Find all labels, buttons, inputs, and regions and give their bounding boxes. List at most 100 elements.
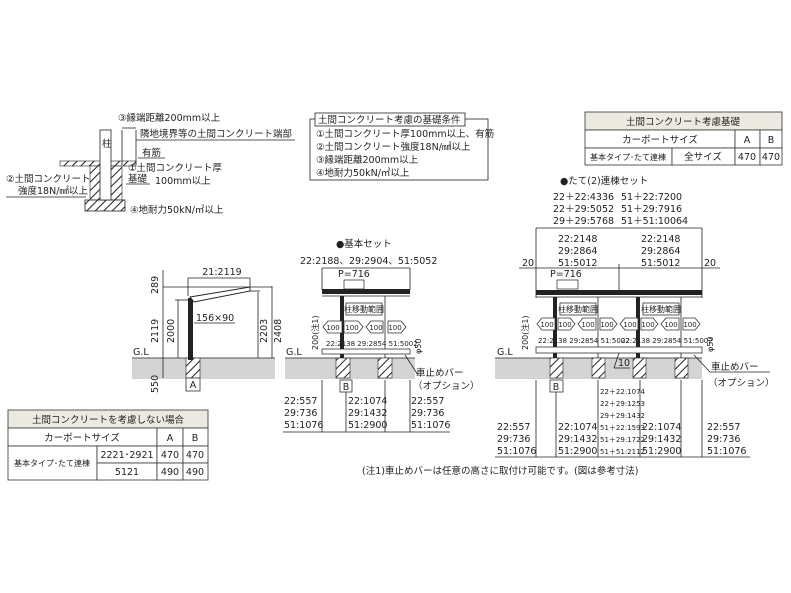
unit-dim: 29:2864 <box>558 246 597 257</box>
boundary-label: 隣地境界等の土間コンクリート端部 <box>140 128 292 140</box>
arrow-label: 100 <box>683 321 696 329</box>
edge-dim: 20 <box>522 258 534 269</box>
arrow-label: 100 <box>641 321 654 329</box>
edge-distance-label: ③縁端距離200mm以上 <box>118 112 221 124</box>
pillar <box>188 298 193 360</box>
gl-label: G.L <box>133 347 149 358</box>
dim-col4: 51:2900 <box>642 446 681 457</box>
dim-col5: 51:1076 <box>707 446 746 457</box>
col-b-header: B <box>768 135 775 146</box>
arrow-label: 100 <box>326 324 339 332</box>
strength-label-2: 強度18N/㎟以上 <box>18 185 88 197</box>
gl-label: G.L <box>286 347 302 358</box>
row-label: 基本タイプ･たて連棟 <box>14 458 90 468</box>
post-dim: 156×90 <box>196 313 234 324</box>
movement-arrows: 100 100 100 100 100 100 100 100 <box>536 317 701 331</box>
gap-dim: 10 <box>618 358 630 369</box>
arrow-label: 100 <box>388 324 401 332</box>
dim-col4: 29:1432 <box>642 434 681 445</box>
dim-left: 29:736 <box>284 408 317 419</box>
ground <box>132 358 275 379</box>
col-a-header: A <box>744 135 751 146</box>
unit-dim: 22:2148 <box>641 234 680 245</box>
arrow-label: 100 <box>540 321 553 329</box>
condition-item: ④地耐力50kN/㎡以上 <box>316 167 410 179</box>
condition-item: ③縁端距離200mm以上 <box>316 154 419 166</box>
inner-dim: 22:2138 29:2854 51:5002 <box>326 340 418 348</box>
table-concrete-not-considered: 土間コンクリートを考慮しない場合 カーポートサイズ A B 基本タイプ･たて連棟… <box>7 409 209 481</box>
pillar-label: 柱 <box>102 138 112 150</box>
row-a: 470 <box>161 450 179 461</box>
gl-label: G.L <box>497 347 513 358</box>
edge-dim: 20 <box>704 258 716 269</box>
movement-arrows: 100 100 100 100 <box>322 320 407 334</box>
row-b: 470 <box>762 152 780 163</box>
footnote: (注1)車止めバーは任意の高さに取付け可能です。(図は参考寸法) <box>362 465 638 477</box>
roof <box>536 290 702 295</box>
arrow-label: 100 <box>581 321 594 329</box>
arrow-label: 100 <box>600 321 613 329</box>
thickness-value: 100mm以上 <box>155 176 211 187</box>
dim-col3: 22＋22:1074 <box>600 388 646 396</box>
dim-col3: 22＋29:1253 <box>600 400 645 408</box>
condition-item: ②土間コンクリート強度18N/㎟以上 <box>316 141 471 153</box>
dim-right: 29:736 <box>411 408 444 419</box>
dim-550: 550 <box>150 375 161 393</box>
condition-item: ①土間コンクリート厚100mm以上、有筋 <box>316 128 494 140</box>
table-concrete-considered: 土間コンクリート考慮基礎 カーポートサイズ A B 基本タイプ･たて連棟 全サイ… <box>584 111 783 166</box>
dim-col3: 51＋22:1593 <box>600 424 645 432</box>
row-a: 490 <box>161 467 179 478</box>
arrow-label: 100 <box>345 324 358 332</box>
tandem-set: ●たて(2)連棟セット 22＋22:4336 22＋29:5052 29＋29:… <box>495 175 775 458</box>
thickness-label: ①土間コンクリート厚 <box>128 162 223 174</box>
foundation <box>591 357 606 379</box>
dim-mid: 29:1432 <box>348 408 387 419</box>
height-200: 200(注1) <box>520 315 530 350</box>
dim-left: 51:1076 <box>284 420 323 431</box>
slab <box>59 160 137 167</box>
dim-2203: 2203 <box>259 319 270 343</box>
unit-dim: 29:2864 <box>641 246 680 257</box>
row-size: 全サイズ <box>684 151 722 163</box>
total-dim: 51＋51:10064 <box>621 216 688 227</box>
strength-label-1: ②土間コンクリート <box>6 173 91 185</box>
b-label: B <box>553 382 560 393</box>
height-200: 200(注1) <box>310 315 320 350</box>
a-label: A <box>190 380 197 391</box>
tandem-set-title: ●たて(2)連棟セット <box>560 175 648 187</box>
pillar <box>99 129 112 201</box>
basic-set-title: ●基本セット <box>336 238 392 250</box>
row-a: 470 <box>738 152 756 163</box>
row-size: 2221･2921 <box>100 450 153 461</box>
dim-right: 51:1076 <box>411 420 450 431</box>
dim-col1: 22:557 <box>497 422 530 433</box>
foundation <box>335 357 351 379</box>
conditions-box: 土間コンクリート考慮の基礎条件 ①土間コンクリート厚100mm以上、有筋 ②土間… <box>309 112 494 181</box>
size-header: カーポートサイズ <box>44 432 120 444</box>
span-dim: 21:2119 <box>202 267 241 278</box>
foundation <box>632 357 647 379</box>
dim-col2: 29:1432 <box>558 434 597 445</box>
dim-289: 289 <box>150 276 161 294</box>
foundation-detail: ③縁端距離200mm以上 柱 隣地境界等の土間コンクリート端部 有筋 ①土間コン… <box>6 112 295 216</box>
phi-50: φ50 <box>706 337 715 352</box>
basic-set: ●基本セット 22:2188、29:2904、51:5052 P=716 柱移動… <box>283 238 480 433</box>
dim-col4: 22:1074 <box>642 422 681 433</box>
dim-col5: 29:736 <box>707 434 740 445</box>
row-label: 基本タイプ･たて連棟 <box>590 152 666 162</box>
total-dim: 29＋29:5768 <box>553 216 614 227</box>
dim-col2: 22:1074 <box>558 422 597 433</box>
dim-2000: 2000 <box>166 319 177 343</box>
rebar-label: 有筋 <box>142 147 161 159</box>
dim-col3: 51＋29:1722 <box>600 436 645 444</box>
wheel-stop-bar <box>321 348 411 355</box>
range-label: 柱移動範囲 <box>344 304 384 314</box>
unit-dim: 51:5012 <box>558 258 597 269</box>
total-dim: 22＋22:4336 <box>553 192 614 203</box>
table-title: 土間コンクリート考慮基礎 <box>626 116 741 128</box>
dim-col3: 51＋51:2112 <box>600 448 645 456</box>
width-dim: 22:2188、29:2904、51:5052 <box>300 256 437 267</box>
phi-50: φ50 <box>414 339 423 354</box>
total-dim: 51＋22:7200 <box>621 192 682 203</box>
